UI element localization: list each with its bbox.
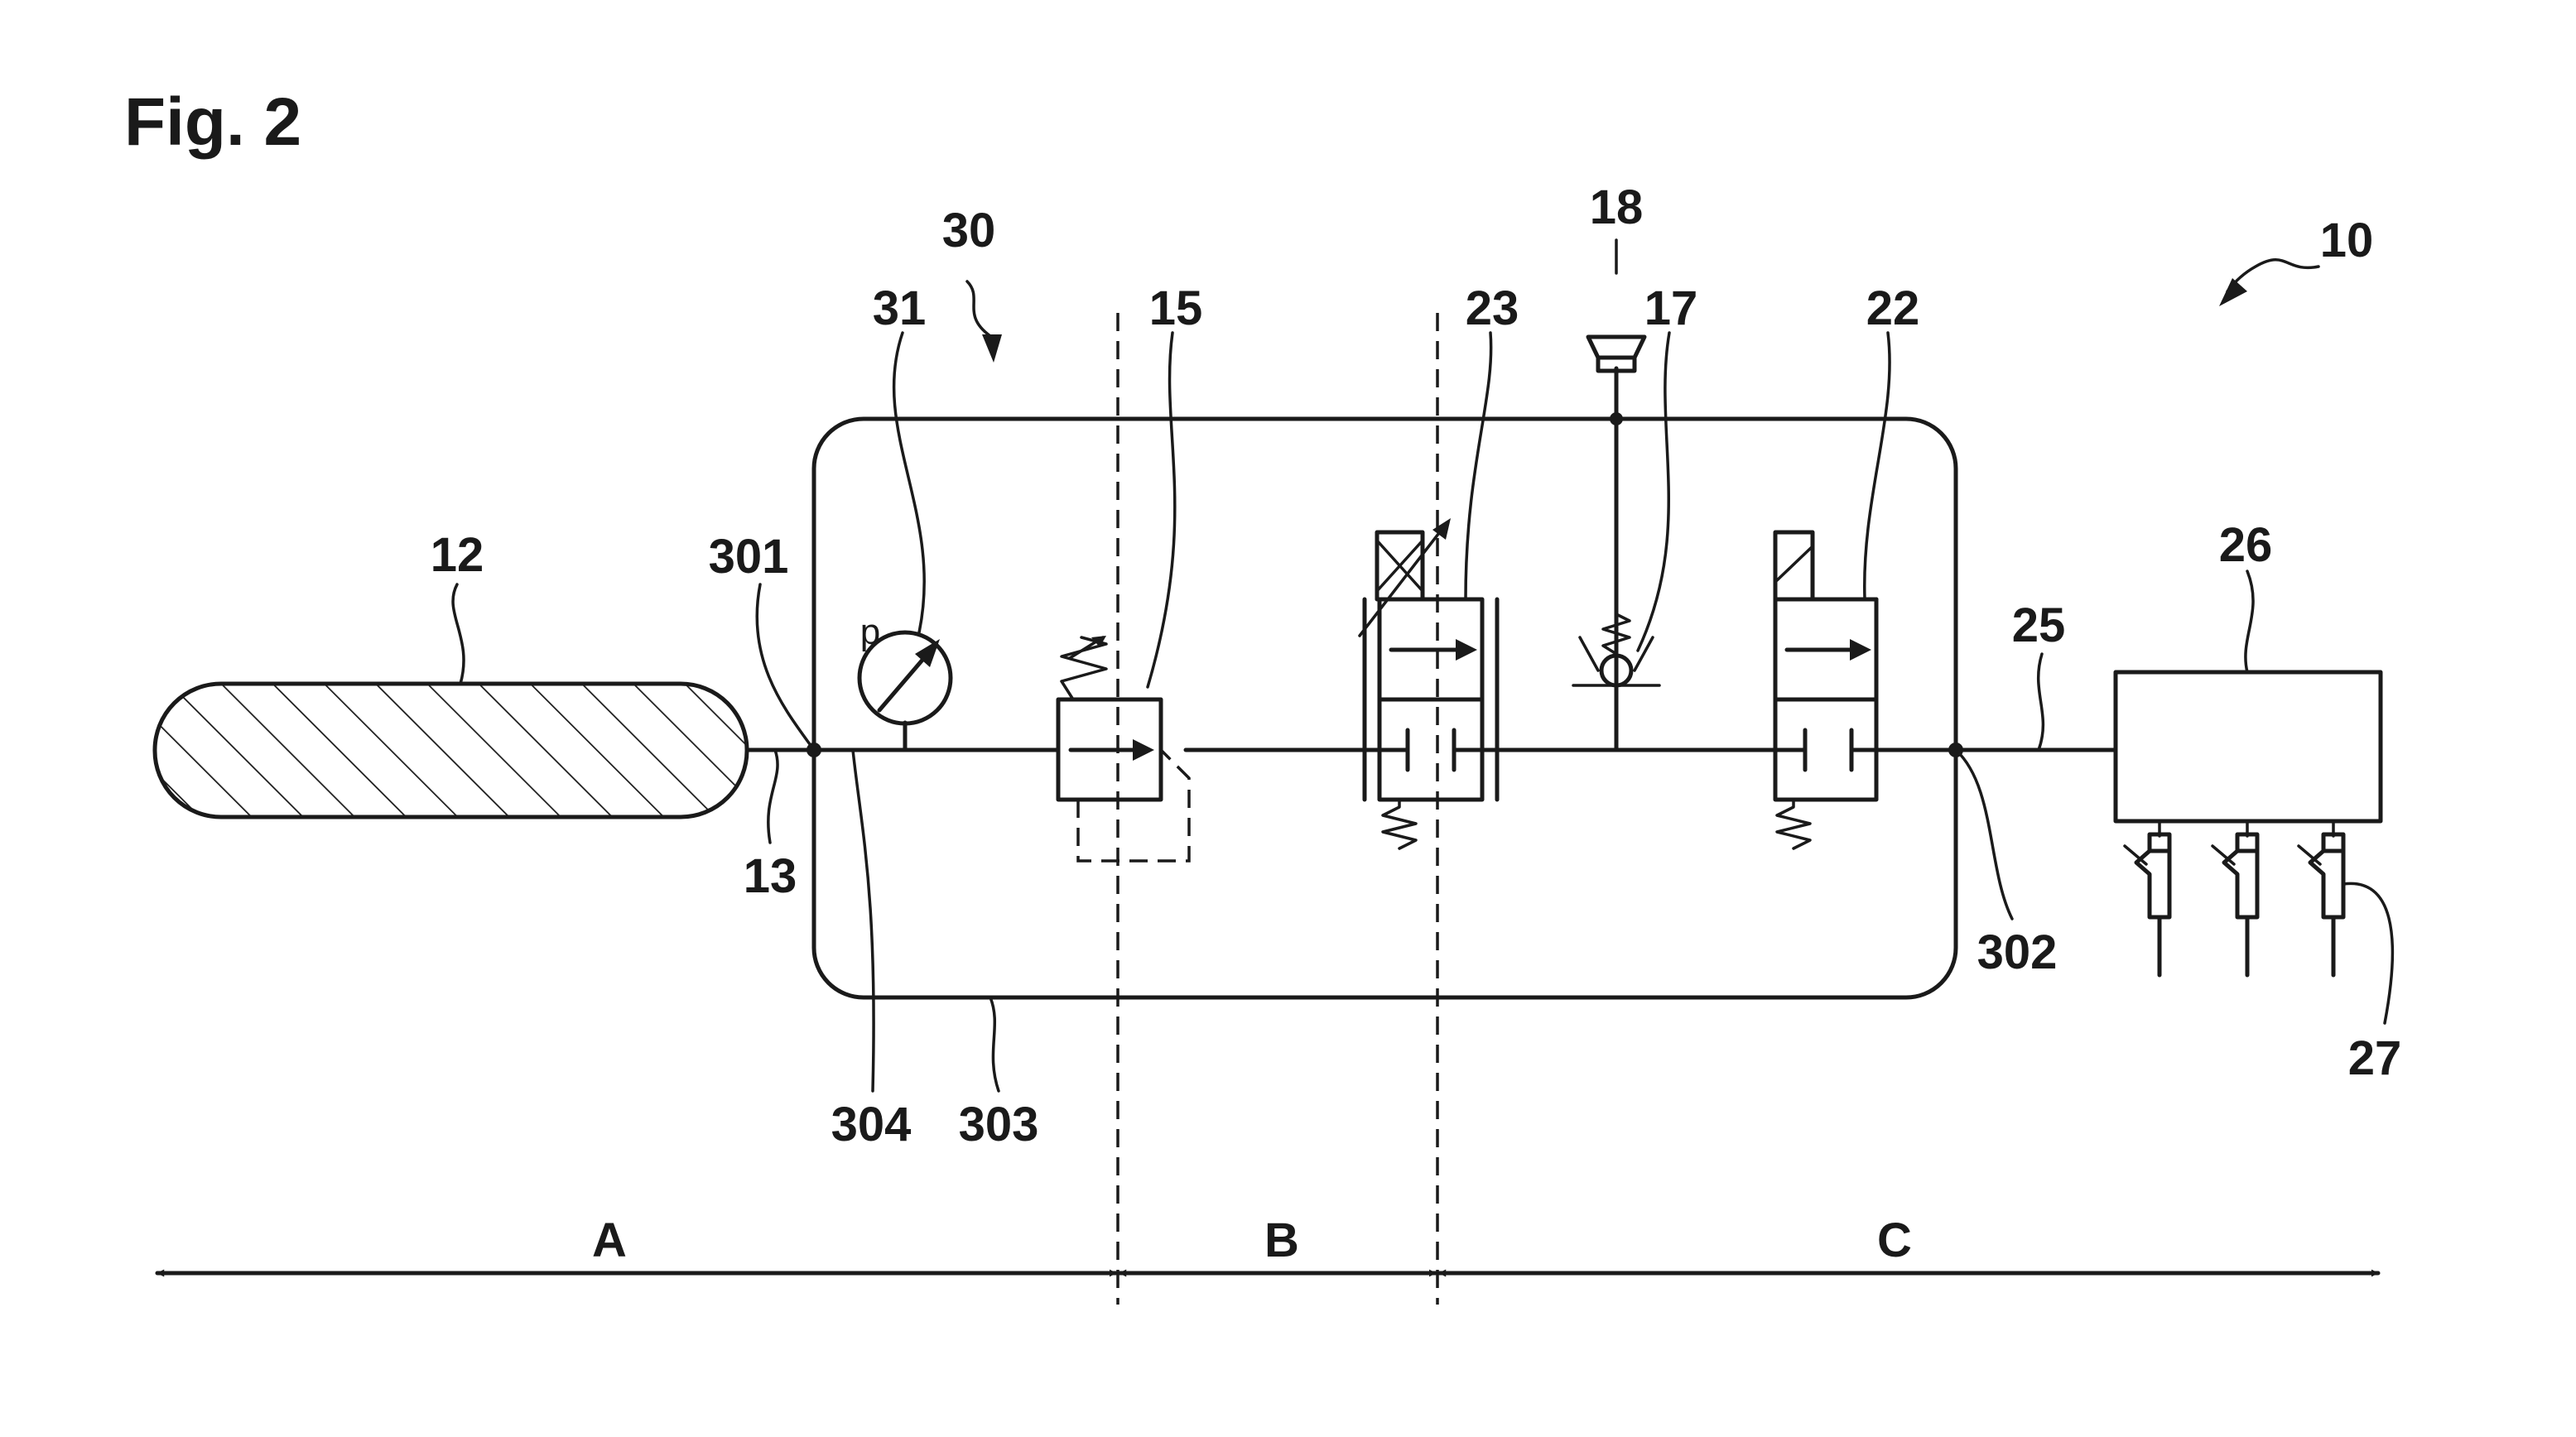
label-301: 301 [709, 530, 789, 584]
label-10: 10 [2320, 214, 2374, 267]
label-23: 23 [1466, 281, 1519, 335]
tank-body [152, 681, 749, 819]
label-27: 27 [2348, 1031, 2402, 1085]
label-12: 12 [431, 528, 484, 582]
label-18: 18 [1590, 180, 1644, 234]
zone-label-b: B [1264, 1214, 1299, 1267]
label-25: 25 [2012, 598, 2066, 652]
label-17: 17 [1644, 281, 1698, 335]
injector-1 [2123, 819, 2172, 978]
shutoff-valve-symbol [1773, 530, 1879, 850]
leader-lines [451, 238, 2395, 1093]
label-30: 30 [942, 204, 996, 257]
injector-3 [2297, 819, 2346, 978]
label-302: 302 [1977, 925, 2058, 979]
label-303: 303 [959, 1098, 1039, 1151]
figure-title: Fig. 2 [124, 84, 301, 160]
zone-label-a: A [592, 1214, 627, 1267]
label-26: 26 [2219, 518, 2273, 572]
injector-2 [2211, 819, 2260, 978]
pressure-regulator-symbol [1056, 636, 1191, 863]
check-valve-symbol [1572, 366, 1661, 752]
zone-label-c: C [1877, 1214, 1912, 1267]
label-22: 22 [1866, 281, 1920, 335]
label-15: 15 [1149, 281, 1203, 335]
proportional-valve-symbol [1358, 518, 1500, 850]
filler-neck-symbol [1586, 334, 1647, 373]
label-304: 304 [831, 1098, 912, 1151]
label-13: 13 [744, 849, 797, 903]
gauge-p-label: p [860, 612, 880, 652]
label-31: 31 [873, 281, 927, 335]
fuel-rail-box [2113, 670, 2383, 824]
housing-outline [811, 416, 1958, 1000]
pressure-gauge-symbol: p [857, 612, 953, 752]
